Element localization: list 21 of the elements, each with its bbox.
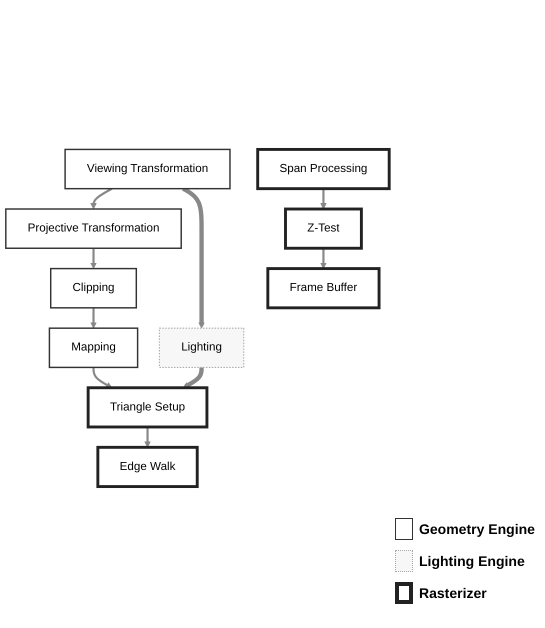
node-box: Span Processing xyxy=(256,148,391,190)
node-box: Projective Transformation xyxy=(5,208,182,249)
arrow xyxy=(92,367,112,388)
node-box: Mapping xyxy=(48,327,138,368)
arrow xyxy=(320,248,327,269)
arrow xyxy=(90,308,97,328)
node-box: Viewing Transformation xyxy=(64,148,231,190)
node-box: Clipping xyxy=(50,268,138,309)
node-box: Lighting xyxy=(158,328,244,368)
legend-text: Geometry Engine xyxy=(419,521,535,537)
node-box: Edge Walk xyxy=(96,446,199,488)
arrow xyxy=(144,427,151,448)
node-box: Z-Test xyxy=(284,208,363,250)
arrow xyxy=(320,188,327,210)
arrow xyxy=(90,188,112,210)
legend-text: Lighting Engine xyxy=(419,553,525,569)
arrow xyxy=(90,248,97,269)
node-box: Triangle Setup xyxy=(86,386,208,428)
legend-text: Rasterizer xyxy=(419,585,487,601)
node-box: Frame Buffer xyxy=(266,267,380,310)
arrow xyxy=(182,366,204,388)
